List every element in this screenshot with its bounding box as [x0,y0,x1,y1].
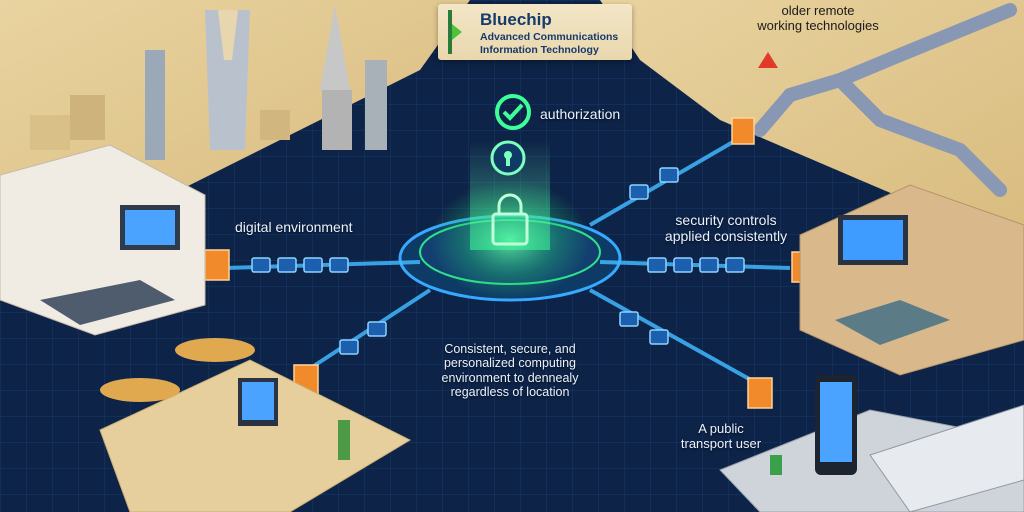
security-hub [398,94,622,302]
data-packets [251,167,745,355]
transport-user-line-1: A public [698,421,744,436]
older-remote-label: older remote working technologies [744,3,892,34]
brand-tagline-1: Advanced Communications [480,31,619,43]
transport-user-label: A public transport user [676,421,766,452]
center-description-line-1: Consistent, secure, and [444,342,576,356]
authorization-label: authorization [540,106,621,122]
city-skyline [30,5,387,160]
digital-environment-label: digital environment [235,219,353,235]
center-description-label: Consistent, secure, and personalized com… [422,342,598,400]
center-description-line-3: environment to dennealy [441,370,579,385]
legacy-pipes [753,3,1017,197]
office-room [0,144,206,336]
security-controls-line-2: applied consistently [664,228,788,245]
checkmark-shield-icon [495,94,531,130]
home-office [799,184,1024,376]
brand-mark-icon [448,10,462,54]
cafe-terrace [99,338,412,512]
security-controls-label: security controls applied consistently [656,212,796,244]
transport-user-line-2: transport user [680,435,762,451]
brand-name: Bluechip [480,10,552,29]
security-controls-line-1: security controls [675,212,777,228]
older-remote-line-1: older remote [781,3,855,18]
transit-platform [719,375,1024,512]
brand-logo: Bluechip Advanced Communications Informa… [438,4,632,60]
center-description-line-2: personalized computing [443,356,577,371]
brand-tagline-2: Information Technology [480,44,599,56]
keyhole-icon [490,140,526,176]
padlock-icon [491,193,529,246]
warning-icon [758,52,778,68]
center-description-line-4: regardless of location [450,385,570,400]
older-remote-line-2: working technologies [757,17,879,33]
